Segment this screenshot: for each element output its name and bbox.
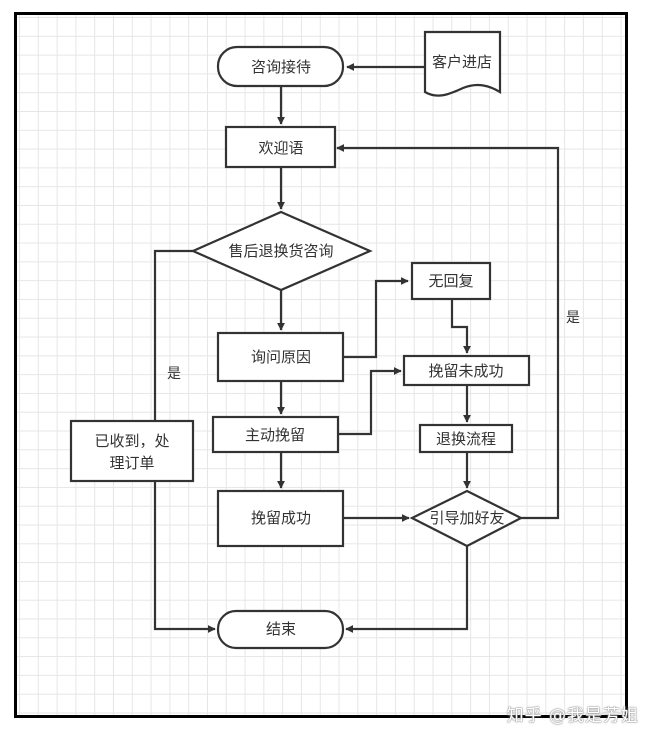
decision-shape [409, 489, 524, 548]
node-label: 挽留成功 [251, 509, 311, 527]
node-label: 引导加好友 [429, 509, 504, 527]
edge-label-right-yes: 是 [566, 310, 580, 326]
node-label: 欢迎语 [258, 139, 303, 157]
node-add-friend[interactable]: 引导加好友 [409, 489, 524, 548]
node-label-line-2: 理订单 [109, 454, 154, 472]
process-shape [418, 423, 514, 454]
edge-friend-to-greeting-yes [336, 144, 560, 520]
edge-reason-to-noreply [343, 277, 409, 359]
process-shape [410, 261, 492, 301]
edges [153, 63, 560, 633]
node-ask-reason[interactable]: 询问原因 [216, 331, 345, 383]
document-shape [423, 30, 502, 97]
node-label: 挽留未成功 [428, 362, 503, 380]
node-label: 询问原因 [251, 348, 311, 366]
node-end[interactable]: 结束 [216, 609, 345, 650]
node-consult-reception[interactable]: 咨询接待 [216, 45, 345, 88]
edge-label-left-yes: 是 [167, 366, 181, 382]
process-shape [211, 415, 340, 454]
terminator-shape [216, 609, 345, 650]
node-return-process[interactable]: 退换流程 [418, 423, 514, 454]
edge-noreply-to-failed [450, 299, 471, 354]
edge-friend-to-end [345, 546, 469, 633]
node-retain-success[interactable]: 挽留成功 [216, 489, 345, 548]
node-label-line-1: 已收到，处 [94, 432, 169, 450]
node-label: 客户进店 [432, 53, 492, 71]
process-shape [216, 331, 345, 383]
process-shape [224, 125, 337, 169]
decision-shape [190, 210, 373, 292]
node-label: 无回复 [428, 272, 473, 290]
watermark: 知乎 @我是芳姐 [506, 706, 639, 726]
node-label: 主动挽留 [245, 426, 305, 444]
node-active-retain[interactable]: 主动挽留 [211, 415, 340, 454]
node-customer-enters[interactable]: 客户进店 [423, 30, 502, 97]
process-shape [402, 354, 531, 387]
node-label: 退换流程 [436, 430, 496, 448]
node-label: 结束 [266, 620, 296, 638]
terminator-shape [216, 45, 345, 88]
process-shape [69, 419, 195, 483]
node-after-sales-query[interactable]: 售后退换货咨询 [190, 210, 373, 292]
node-received-order[interactable]: 已收到，处 理订单 [69, 419, 195, 483]
process-shape [216, 489, 345, 548]
node-no-reply[interactable]: 无回复 [410, 261, 492, 301]
node-greeting[interactable]: 欢迎语 [224, 125, 337, 169]
node-label: 咨询接待 [251, 58, 311, 76]
node-label: 售后退换货咨询 [228, 242, 333, 260]
edge-active-to-failed [338, 367, 402, 436]
node-retain-failed[interactable]: 挽留未成功 [402, 354, 531, 387]
